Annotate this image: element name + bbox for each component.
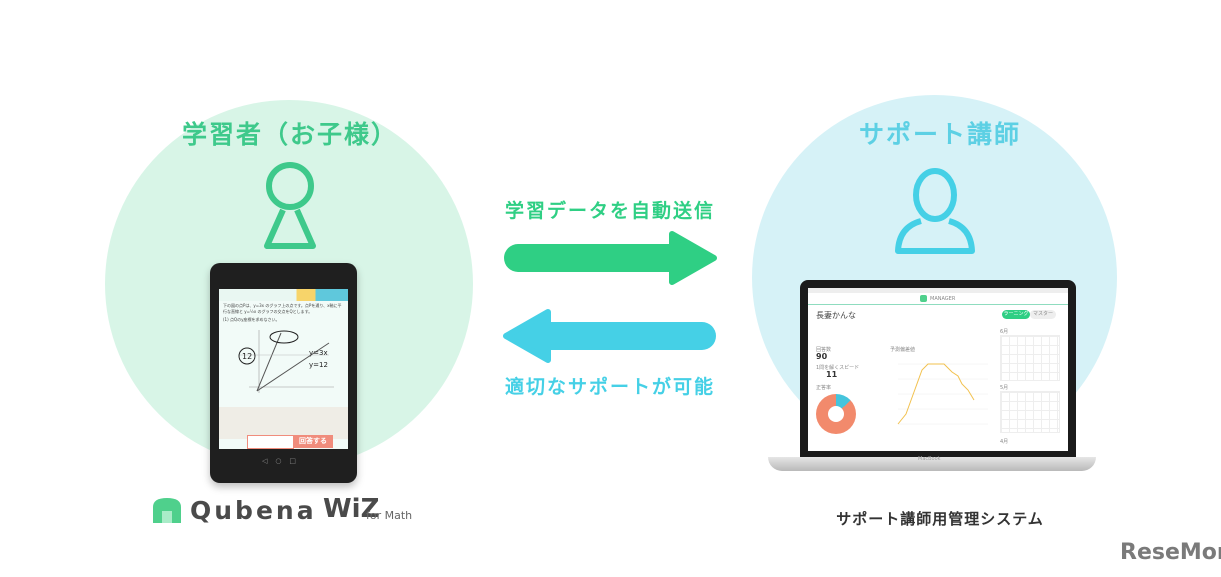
answer-input[interactable] [247,435,294,449]
handwriting-eq2: y=12 [309,361,328,369]
tablet-screen: 下の図の点Pは、y=3x のグラフ上の点です。点Pを通り、x軸に平行な直線と y… [219,289,348,449]
stat-label: 回答数 [816,347,832,353]
chart-line [897,363,975,425]
calendar-month: 5月 [1000,385,1009,391]
graph-sketch: 12 y=3x y=12 [238,330,334,393]
stat-label: 1問を解くスピード [816,365,860,371]
chart-title: 予測偏差値 [890,347,916,353]
learner-title: 学習者（お子様） [181,120,398,149]
stat-value: 90 [816,352,828,361]
handwriting-eq1: y=3x [309,349,328,357]
student-name: 長妻かんな [816,311,856,320]
menu-bar [808,288,1068,293]
tablet-question: 下の図の点Pは、y=3x のグラフ上の点です。点Pを通り、x軸に平行な直線と y… [223,303,342,314]
laptop-brand: MacBook [918,456,941,462]
arrow-left-icon [503,309,716,363]
stat-value: 11 [826,370,838,379]
support-label: 適切なサポートが可能 [504,376,715,398]
manager-logo-icon [920,295,927,302]
qubena-house-logo-icon [153,498,181,523]
laptop-screen: MANAGER 長妻かんな ラーニング マスター 回答数 90 1問を解くスピー… [808,288,1068,451]
logo-sub: for Math [366,509,413,522]
deviation-chart [897,363,988,425]
calendar-grid [1000,335,1060,381]
handwriting-12: 12 [242,352,252,361]
correct-rate-donut [816,394,856,434]
system-caption: サポート講師用管理システム [836,510,1044,528]
app-name: MANAGER [930,296,956,302]
answer-button[interactable]: 回答する [293,435,333,448]
calendar-month: 4月 [1000,439,1009,445]
answer-area [219,407,348,439]
app-header: MANAGER [808,294,1068,305]
resemom-watermark: ReseMom [1120,540,1221,565]
laptop-device: MANAGER 長妻かんな ラーニング マスター 回答数 90 1問を解くスピー… [800,280,1076,457]
tablet-header [219,289,348,301]
tutor-person-icon [895,168,975,254]
tab-learning[interactable]: ラーニング [1002,310,1030,319]
logo-name: Qubena [190,496,317,525]
calendar-grid [1000,391,1060,433]
child-person-icon [264,162,316,249]
logo-suffix: WiZ [323,494,380,524]
tablet-device: 下の図の点Pは、y=3x のグラフ上の点です。点Pを通り、x軸に平行な直線と y… [210,263,357,483]
tutor-title: サポート講師 [858,120,1021,149]
laptop-base: MacBook [768,456,1096,471]
tablet-sub-question: (1) 点Qのy座標を求めなさい。 [223,317,280,322]
android-nav-icons: ◁○□ [261,457,305,465]
auto-send-label: 学習データを自動送信 [504,200,715,222]
arrow-right-icon [504,231,717,285]
stat-label: 正答率 [816,385,832,391]
calendar-month: 6月 [1000,329,1009,335]
tab-master[interactable]: マスター [1030,310,1056,319]
